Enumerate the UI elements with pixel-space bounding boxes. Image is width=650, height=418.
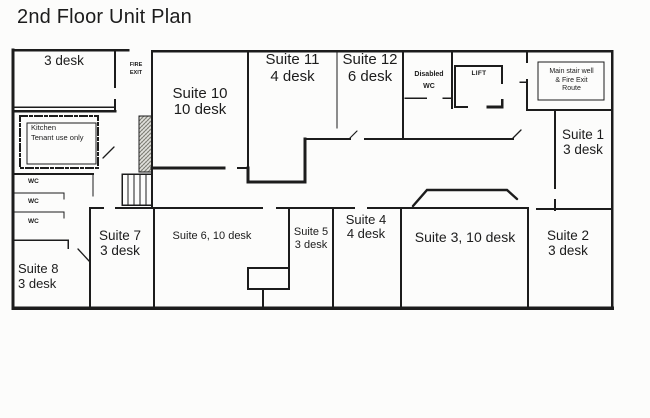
- label-suite-8: Suite 8 3 desk: [18, 261, 94, 291]
- stair-treads: [127, 174, 147, 205]
- page-title: 2nd Floor Unit Plan: [17, 6, 193, 28]
- kitchen-and-wc-walls: [11, 49, 117, 309]
- suite-12-capacity: 6 desk: [347, 68, 393, 86]
- disabled-wc-line1: Disabled: [414, 71, 444, 78]
- label-suite-2: Suite 2 3 desk: [532, 228, 604, 258]
- suite-1-capacity: 3 desk: [563, 142, 603, 158]
- label-lift: LIFT: [471, 70, 487, 77]
- suite-4-name: Suite 4: [345, 212, 387, 227]
- fire-exit-line1: FIRE: [129, 62, 143, 68]
- suite-11-capacity: 4 desk: [270, 68, 315, 86]
- label-disabled-wc: Disabled WC: [405, 69, 453, 92]
- label-suite-4: Suite 4 4 desk: [333, 212, 399, 242]
- label-top-left-office: 3 desk: [44, 53, 84, 68]
- disabled-wc-line2: WC: [423, 82, 435, 90]
- suite-5-name: Suite 5: [293, 226, 329, 238]
- label-suite-6: Suite 6, 10 desk: [172, 230, 252, 242]
- suite-8-name: Suite 8: [18, 261, 59, 276]
- stairwell-label-box: [537, 61, 605, 101]
- stairwell-line3: Route: [562, 85, 581, 93]
- suite-10-capacity: 10 desk: [173, 100, 227, 118]
- stair-shaft: [121, 115, 153, 206]
- storage-box: [247, 267, 290, 290]
- kitchen-table: [26, 122, 97, 165]
- label-main-stairwell: Main stair well & Fire Exit Route: [539, 68, 604, 94]
- label-suite-11: Suite 11 4 desk: [248, 51, 337, 86]
- suite-11-name: Suite 11: [265, 51, 320, 68]
- suite-12-name: Suite 12: [342, 51, 398, 68]
- suite3-entrance-canopy: [411, 188, 519, 208]
- label-wc-3: WC: [28, 218, 39, 225]
- label-fire-exit: FIRE EXIT: [122, 61, 150, 78]
- upper-rooms-walls: [150, 50, 515, 209]
- label-suite-12: Suite 12 6 desk: [337, 51, 403, 86]
- staircase: [121, 173, 153, 206]
- outer-walls: [11, 48, 614, 310]
- stairwell-line1: Main stair well: [549, 68, 594, 75]
- kitchen-line1: Kitchen: [31, 123, 57, 132]
- fire-exit-line2: EXIT: [129, 70, 143, 77]
- suite-7-name: Suite 7: [98, 228, 142, 243]
- label-wc-2: WC: [28, 198, 39, 205]
- label-suite-5: Suite 5 3 desk: [289, 226, 333, 251]
- suite-1-name: Suite 1: [561, 127, 605, 142]
- kitchen-line2: Tenant use only: [31, 132, 84, 142]
- label-suite-3: Suite 3, 10 desk: [414, 229, 516, 245]
- lift-room-walls: [454, 65, 504, 109]
- stairwell-line2: & Fire Exit: [555, 76, 588, 84]
- door-swings: [77, 129, 522, 263]
- suite-2-name: Suite 2: [546, 228, 590, 243]
- suite-10-name: Suite 10: [172, 85, 228, 102]
- lower-rooms-walls: [89, 207, 613, 309]
- suite-4-capacity: 4 desk: [346, 226, 386, 242]
- suite-2-capacity: 3 desk: [548, 243, 588, 259]
- suite-8-capacity: 3 desk: [18, 275, 57, 291]
- label-suite-10: Suite 10 10 desk: [154, 86, 246, 118]
- label-kitchen: Kitchen Tenant use only: [31, 123, 84, 143]
- kitchen-dashed-outline: [19, 115, 99, 169]
- label-suite-1: Suite 1 3 desk: [556, 127, 610, 157]
- label-wc-1: WC: [28, 178, 39, 185]
- stairwell-suite1-walls: [519, 50, 613, 211]
- suite-5-capacity: 3 desk: [294, 238, 328, 251]
- service-shaft: [138, 115, 153, 173]
- label-suite-7: Suite 7 3 desk: [92, 228, 148, 258]
- suite-7-capacity: 3 desk: [100, 243, 140, 259]
